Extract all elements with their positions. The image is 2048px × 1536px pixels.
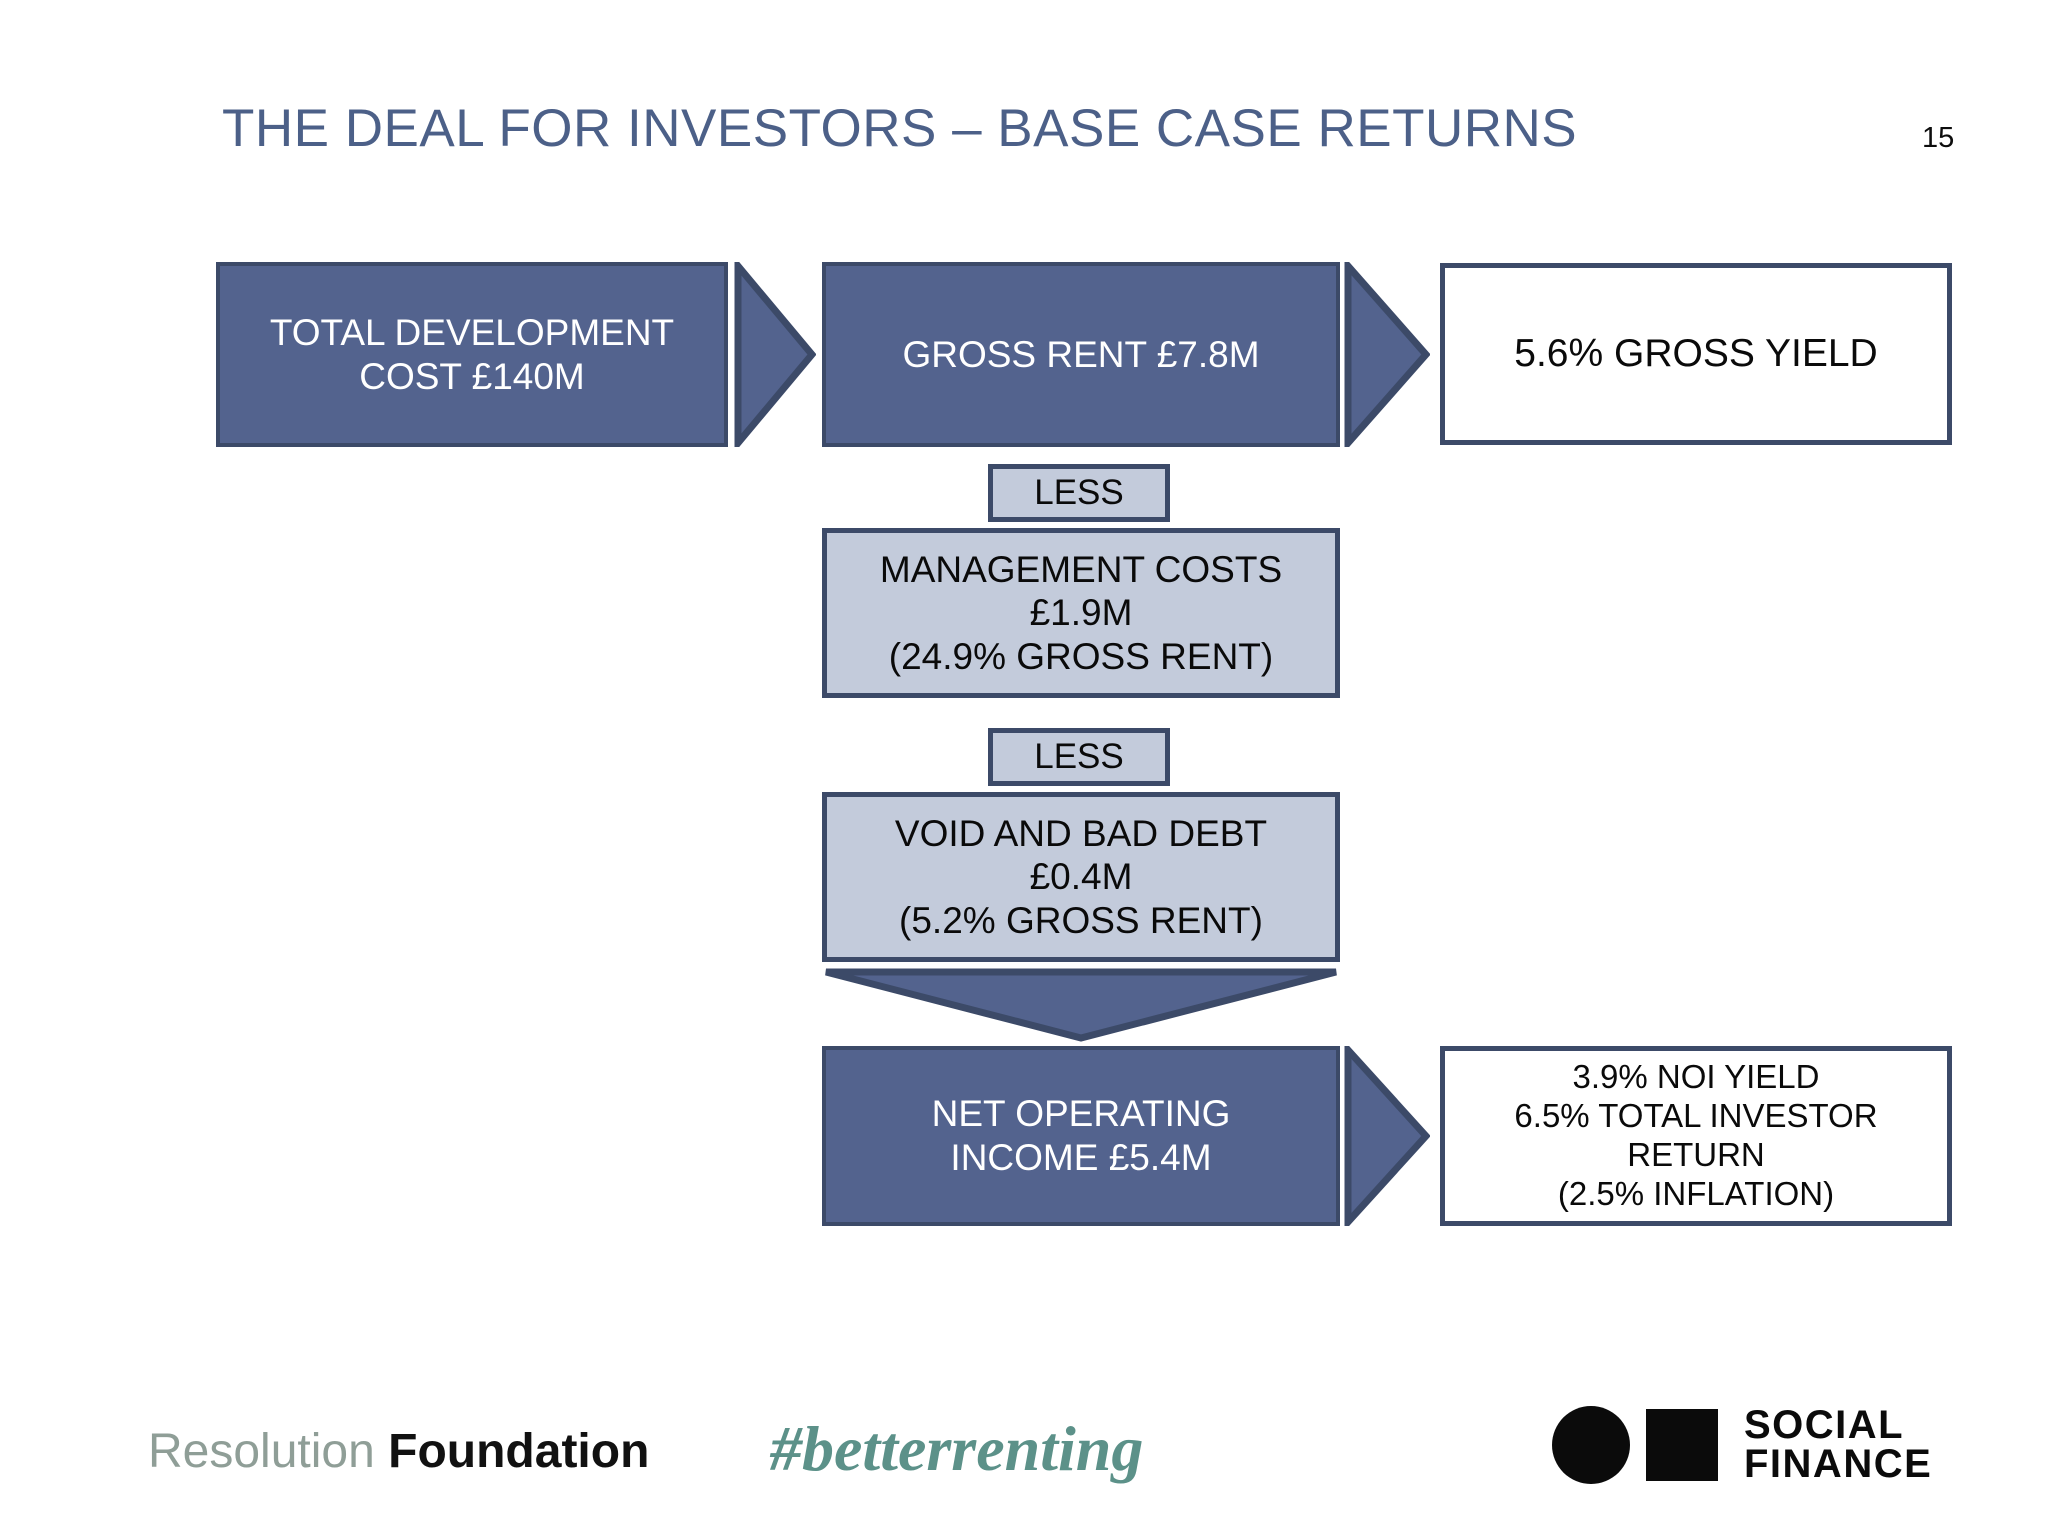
net-operating-income-box: NET OPERATING INCOME £5.4M [822,1046,1340,1226]
circle-icon [1552,1406,1630,1485]
management-costs-line-1: MANAGEMENT COSTS [879,548,1283,590]
void-and-bad-debt-box: VOID AND BAD DEBT £0.4M (5.2% GROSS RENT… [822,792,1340,962]
social-finance-logo: SOCIAL FINANCE [1552,1403,1933,1487]
total-development-cost-box: TOTAL DEVELOPMENT COST £140M [216,262,728,447]
management-costs-box: MANAGEMENT COSTS £1.9M (24.9% GROSS RENT… [822,528,1340,698]
noi-returns-line-2: 6.5% TOTAL INVESTOR [1514,1097,1878,1135]
less-badge-1-label: LESS [1034,473,1124,513]
gross-yield-line-1: 5.6% GROSS YIELD [1514,331,1878,375]
page-number: 15 [1922,122,1955,154]
arrow-down-icon [822,968,1340,1042]
resolution-foundation-logo: Resolution Foundation [148,1424,649,1479]
noi-returns-line-3: RETURN [1627,1136,1765,1173]
tdc-line-1: TOTAL DEVELOPMENT [269,311,675,353]
void-debt-line-3: (5.2% GROSS RENT) [899,899,1263,941]
square-icon [1646,1409,1718,1482]
void-debt-line-2: £0.4M [1029,856,1133,898]
hashtag-betterrenting: #betterrenting [770,1413,1144,1484]
social-finance-line-2: FINANCE [1744,1442,1933,1487]
noi-line-2: INCOME £5.4M [950,1137,1212,1178]
gross-rent-box: GROSS RENT £7.8M [822,262,1340,447]
void-debt-line-1: VOID AND BAD DEBT [894,812,1268,854]
less-badge-2: LESS [988,728,1170,786]
less-badge-2-label: LESS [1034,737,1124,777]
tdc-line-2: COST £140M [359,355,585,397]
arrow-right-icon-1 [734,262,816,447]
noi-line-1: NET OPERATING [931,1093,1231,1135]
resolution-foundation-word-2: Foundation [374,1425,650,1478]
less-badge-1: LESS [988,464,1170,522]
management-costs-line-2: £1.9M [1029,592,1133,634]
arrow-right-icon-3 [1344,1046,1430,1226]
page-title: THE DEAL FOR INVESTORS – BASE CASE RETUR… [222,99,1578,158]
gross-yield-box: 5.6% GROSS YIELD [1440,263,1952,445]
social-finance-wordmark: SOCIAL FINANCE [1744,1403,1933,1487]
management-costs-line-3: (24.9% GROSS RENT) [888,635,1274,677]
noi-returns-line-1: 3.9% NOI YIELD [1572,1058,1820,1096]
noi-returns-line-4: (2.5% INFLATION) [1557,1174,1835,1212]
gross-rent-line-1: GROSS RENT £7.8M [902,333,1260,375]
arrow-right-icon-2 [1344,262,1430,447]
social-finance-line-1: SOCIAL [1744,1403,1905,1447]
resolution-foundation-word-1: Resolution [148,1425,375,1478]
noi-returns-box: 3.9% NOI YIELD 6.5% TOTAL INVESTOR RETUR… [1440,1046,1952,1226]
